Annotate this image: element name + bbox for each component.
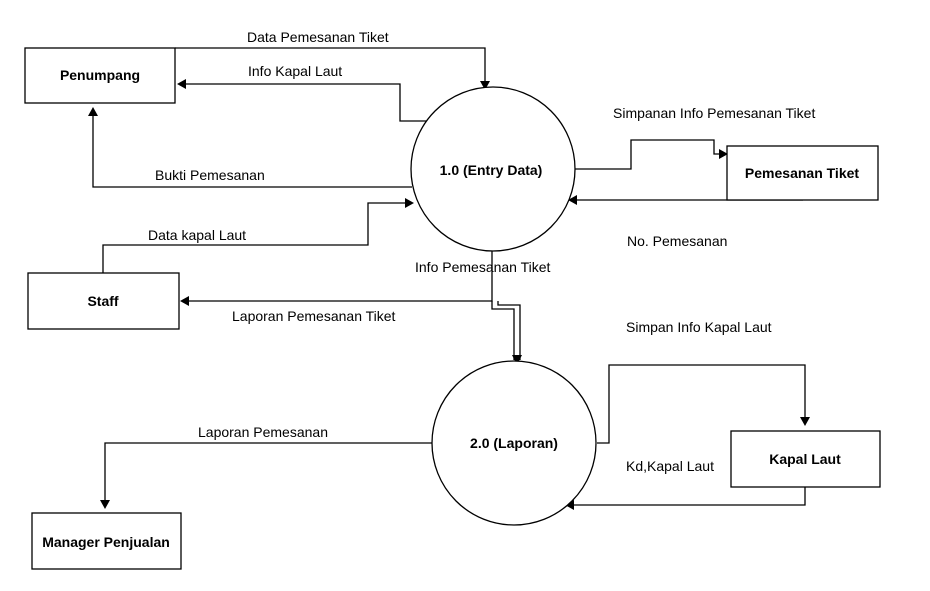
arrowhead — [480, 81, 490, 90]
process-entry-data-circle[interactable] — [410, 86, 576, 252]
flow-simpan-info-kapal-laut — [597, 364, 806, 444]
arrowhead — [568, 195, 577, 205]
label-no-pemesanan: No. Pemesanan — [627, 233, 727, 249]
store-pemesanan-tiket-label: Pemesanan Tiket — [745, 165, 859, 181]
process-laporan-label: 2.0 (Laporan) — [470, 435, 558, 451]
entity-manager-label: Manager Penjualan — [42, 534, 170, 550]
store-pemesanan-tiket-box[interactable] — [726, 145, 879, 201]
flow-data-pemesanan-tiket — [175, 47, 486, 86]
entity-staff-box[interactable] — [27, 272, 180, 330]
process-entry-data-label: 1.0 (Entry Data) — [440, 162, 543, 178]
flow-info-pemesanan-tiket-2 — [497, 301, 521, 360]
label-simpanan-info-pemesanan-tiket: Simpanan Info Pemesanan Tiket — [613, 105, 815, 121]
label-laporan-pemesanan: Laporan Pemesanan — [198, 424, 328, 440]
label-info-kapal-laut: Info Kapal Laut — [248, 63, 342, 79]
label-simpan-info-kapal-laut: Simpan Info Kapal Laut — [626, 319, 772, 335]
arrowhead — [88, 107, 98, 116]
flow-laporan-pemesanan — [104, 442, 432, 505]
flow-simpanan-info-pemesanan-tiket — [575, 139, 724, 170]
label-data-kapal-laut: Data kapal Laut — [148, 227, 246, 243]
entity-manager-box[interactable] — [31, 512, 182, 570]
flow-info-pemesanan-tiket — [491, 301, 515, 360]
arrowhead — [100, 500, 110, 509]
entity-penumpang-label: Penumpang — [60, 67, 140, 83]
store-kapal-laut-box[interactable] — [730, 430, 881, 488]
label-bukti-pemesanan: Bukti Pemesanan — [155, 167, 265, 183]
entity-staff-label: Staff — [87, 293, 118, 309]
label-data-pemesanan-tiket: Data Pemesanan Tiket — [247, 29, 389, 45]
entity-penumpang-box[interactable] — [24, 47, 176, 104]
flow-kd-kapal-laut — [570, 487, 806, 506]
flow-data-kapal-laut — [102, 202, 410, 273]
label-kd-kapal-laut: Kd,Kapal Laut — [626, 458, 714, 474]
arrowhead — [565, 500, 574, 510]
arrowhead — [177, 79, 186, 89]
arrowhead — [180, 296, 189, 306]
flow-bukti-pemesanan — [92, 111, 412, 188]
arrowhead — [800, 417, 810, 426]
arrowhead — [719, 149, 728, 159]
arrowhead — [405, 198, 414, 208]
process-laporan-circle[interactable] — [431, 360, 597, 526]
flow-info-kapal-laut — [182, 83, 428, 122]
arrowhead — [512, 355, 522, 365]
store-kapal-laut-label: Kapal Laut — [769, 451, 841, 467]
label-laporan-pemesanan-tiket: Laporan Pemesanan Tiket — [232, 308, 396, 324]
label-info-pemesanan-tiket: Info Pemesanan Tiket — [415, 259, 551, 275]
